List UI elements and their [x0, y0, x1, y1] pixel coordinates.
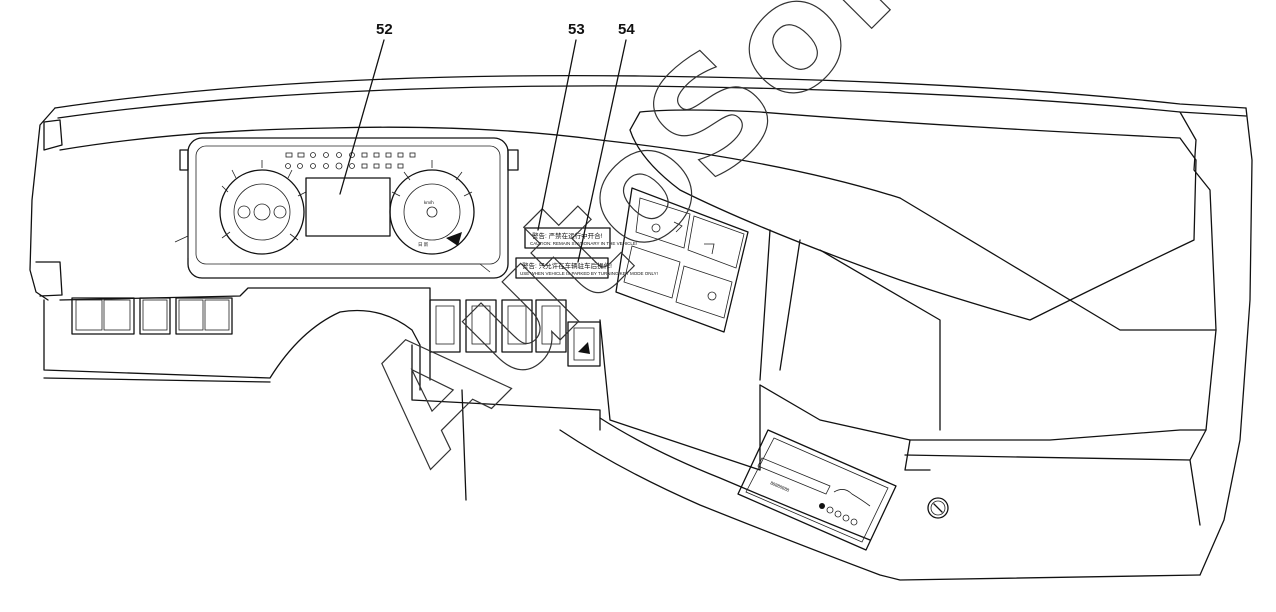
speed-unit-label: km/h	[424, 200, 434, 205]
callout-54: 54	[577, 21, 635, 263]
rotary-switch-panel	[615, 187, 749, 333]
warning-label-53: 警告: 严禁在运行中开合! CAUTION: REMAIN STATIONARY…	[524, 227, 637, 249]
warning-label-54-sub: USE WHEN VEHICLE IS PARKED BY TURNING KE…	[520, 271, 658, 276]
callout-54-label: 54	[618, 21, 635, 38]
dashboard-body	[29, 74, 1253, 581]
callout-53-label: 53	[568, 21, 585, 38]
warning-label-54-text: 警告: 只允许在车辆驻车后操作!	[522, 261, 612, 270]
instrument-cluster: km/h 日 新	[174, 137, 519, 279]
watermark: AutoSoft	[332, 0, 982, 495]
callout-52-label: 52	[376, 21, 393, 38]
tachograph-panel: 88888888	[737, 429, 897, 551]
warning-label-54: 警告: 只允许在车辆驻车后操作! USE WHEN VEHICLE IS PAR…	[515, 257, 658, 279]
tachometer-gauge	[219, 160, 307, 255]
tachograph-counter: 88888888	[770, 480, 791, 493]
fan-icon	[651, 223, 661, 233]
center-display	[305, 177, 391, 237]
center-switch-bank	[429, 299, 601, 367]
cluster-readout: 日 新	[418, 241, 429, 248]
key-lock	[927, 497, 949, 519]
telltale-row	[285, 152, 416, 170]
speedometer-gauge: km/h 日 新	[389, 160, 475, 255]
heater-icon	[707, 291, 717, 301]
callout-52: 52	[339, 21, 393, 195]
warning-label-53-sub: CAUTION: REMAIN STATIONARY IN THE VEHICL…	[530, 241, 637, 246]
left-switch-bank	[71, 297, 233, 335]
warning-label-53-text: 警告: 严禁在运行中开合!	[532, 231, 603, 240]
callout-53: 53	[537, 21, 585, 231]
